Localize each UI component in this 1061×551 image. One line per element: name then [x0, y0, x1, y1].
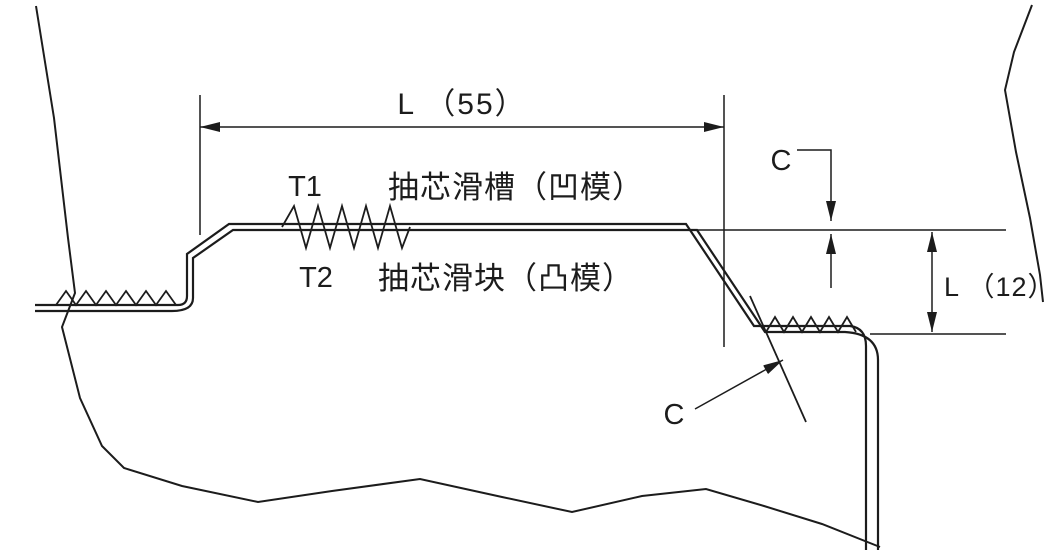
clearance-slant-line [749, 295, 807, 423]
part-t1-code: T1 [288, 171, 322, 203]
part-t2-name: 抽芯滑块（凸模） [378, 261, 634, 296]
dimension-label-l12: L （12） [944, 272, 1056, 302]
dimension-label-l55: L （55） [397, 88, 526, 121]
profile-slider-line [35, 228, 880, 550]
clearance-label-c-top: C [771, 145, 792, 177]
clearance-label-c-slant: C [664, 399, 685, 431]
zigzag-right [765, 315, 857, 334]
zigzag-middle [281, 202, 411, 252]
part-outline-top-right [1003, 4, 1044, 303]
part-t1-name: 抽芯滑槽（凹模） [388, 170, 644, 205]
part-t2-code: T2 [299, 262, 333, 294]
clearance-c-slant-leader [694, 359, 784, 410]
part-outline-left-bottom [35, 5, 881, 548]
zigzag-left [55, 289, 177, 307]
clearance-c-top-bracket [797, 149, 836, 221]
